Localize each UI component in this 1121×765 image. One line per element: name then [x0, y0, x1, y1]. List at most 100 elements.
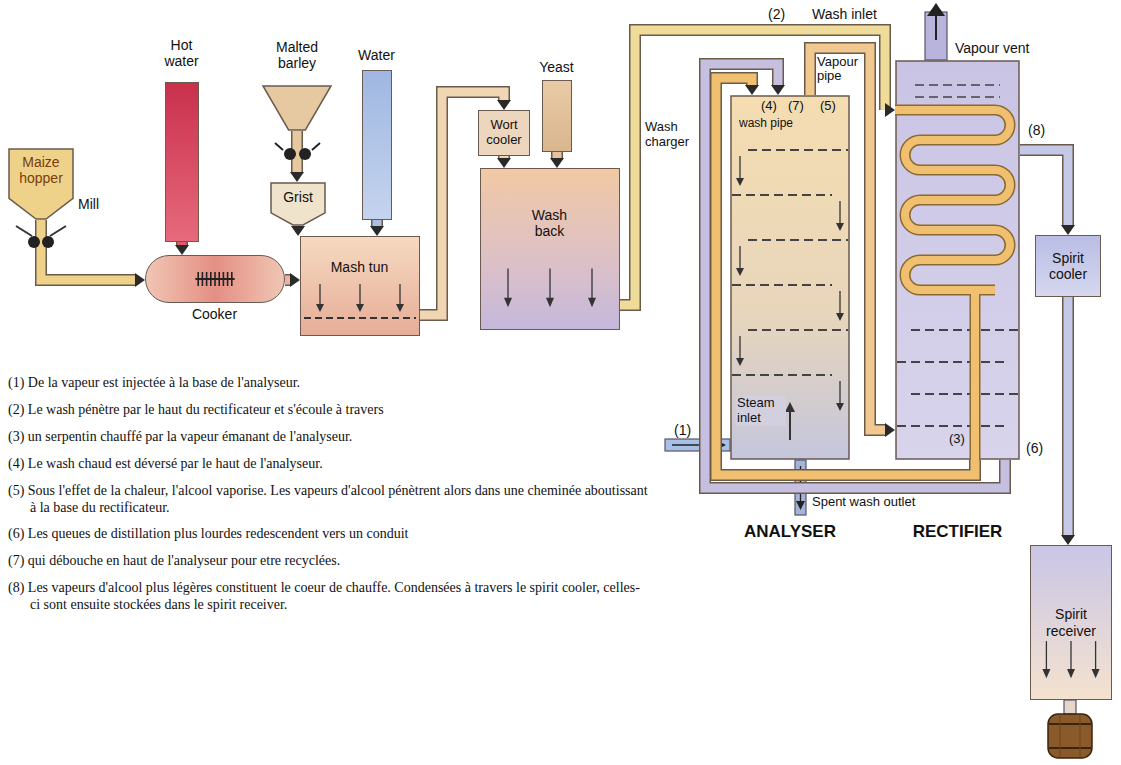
part-label: Steam inlet	[736, 396, 786, 426]
part-label: Spent wash outlet	[812, 495, 915, 510]
arrow-head	[291, 226, 305, 236]
arrow-head	[370, 226, 384, 236]
node-label: Spirit receiver	[1034, 606, 1108, 638]
pipe-fill	[373, 220, 382, 226]
node-label: Water	[349, 47, 405, 63]
mill-rollers	[16, 226, 66, 248]
node-label: RECTIFIER	[883, 522, 1033, 542]
pipe-connector	[285, 273, 300, 287]
arrow-head	[1061, 535, 1075, 545]
cooker-vessel-shape	[145, 255, 285, 303]
pipe-connector	[550, 152, 564, 168]
callout-number: (5)	[819, 99, 837, 114]
callout-number: (8)	[1028, 122, 1045, 138]
callout-number: (7)	[787, 99, 805, 114]
wort-cooler: Wort cooler	[478, 110, 530, 156]
note-text: (3) un serpentin chauffé par la vapeur é…	[8, 428, 648, 445]
yeast-feed: Yeast	[542, 80, 572, 152]
pipe-outline	[41, 220, 135, 280]
hot-water-pipe: Hot water	[165, 82, 199, 242]
note-text: (1) De la vapeur est injectée à la base …	[8, 374, 648, 391]
node-label: Spirit cooler	[1039, 250, 1097, 282]
arrow-head	[550, 158, 564, 168]
barley-rollers	[275, 143, 320, 160]
pipe-connector	[175, 242, 189, 255]
pipe-connector	[497, 156, 511, 168]
pipe-fill	[1020, 150, 1068, 225]
mash-tun-shape	[300, 236, 420, 336]
wash-back-shape	[480, 168, 620, 330]
pipe-connector	[370, 220, 384, 236]
arrow-head	[497, 158, 511, 168]
part-label: wash pipe	[738, 117, 794, 131]
note-text: (8) Les vapeurs d'alcool plus légères co…	[8, 579, 648, 613]
vapour-vent-pipe	[925, 3, 947, 60]
note-text: (7) qui débouche en haut de l'analyseur …	[8, 552, 648, 569]
rectifier-column-shape	[895, 60, 1020, 460]
pipe-connector	[291, 226, 305, 236]
pipe-fill	[285, 276, 290, 285]
water-pipe: Water	[362, 70, 392, 220]
node-label: Wort cooler	[482, 118, 526, 148]
callout-number: (1)	[674, 422, 691, 438]
arrow-head	[745, 85, 759, 95]
arrow-head	[885, 423, 895, 437]
node-label: ANALYSER	[715, 522, 865, 542]
node-label: Cooker	[175, 306, 255, 322]
barrel	[1048, 714, 1092, 758]
pipe-fill	[553, 152, 562, 158]
barley-hopper: Malted barley	[262, 85, 332, 131]
node-label: Yeast	[529, 59, 585, 75]
part-label: Wash charger	[645, 120, 701, 150]
barrel-pipe	[1064, 700, 1076, 714]
arrow-head	[1061, 225, 1075, 235]
pipe-outline	[1062, 297, 1074, 535]
pipe-outline	[551, 152, 563, 158]
note-text: (6) Les queues de distillation plus lour…	[8, 525, 648, 542]
node-label: Wash back	[520, 207, 580, 239]
node-label: Malted barley	[255, 39, 339, 71]
arrow-head	[290, 273, 300, 287]
pipe-connector	[41, 220, 145, 287]
pipe-outline	[176, 242, 188, 245]
mash-tun: Mash tun	[300, 236, 420, 336]
barley-hopper-shape	[262, 85, 332, 131]
callout-number: (4)	[760, 99, 778, 114]
cooker-vessel: Cooker	[145, 255, 285, 303]
grist-hopper: Grist	[270, 182, 326, 226]
pipe-outline	[498, 156, 510, 158]
pipe-connector	[1020, 150, 1075, 235]
note-text: (5) Sous l'effet de la chaleur, l'alcool…	[8, 482, 648, 516]
arrow-head	[771, 85, 785, 95]
pipe-outline	[1020, 150, 1068, 225]
arrow-head	[135, 273, 145, 287]
callout-number: (3)	[948, 432, 966, 447]
arrow-head	[497, 100, 511, 110]
part-label: Wash inlet	[812, 6, 877, 22]
maize-hopper: Maize hopper	[8, 148, 74, 220]
pipe-connector	[1061, 297, 1075, 545]
pipe-fill	[500, 156, 509, 158]
rectifier-column: RECTIFIER	[895, 60, 1020, 460]
pipe-fill	[41, 220, 135, 280]
pipe-outline	[371, 220, 383, 226]
spirit-receiver: Spirit receiver	[1030, 545, 1112, 700]
callout-number: (6)	[1026, 440, 1043, 456]
node-label: Maize hopper	[10, 154, 72, 186]
spirit-cooler: Spirit cooler	[1035, 235, 1101, 297]
node-label: Hot water	[154, 37, 210, 69]
pipe-fill	[178, 242, 187, 245]
arrow-head	[290, 172, 304, 182]
arrow-head	[885, 103, 895, 117]
node-label: Grist	[272, 189, 324, 205]
note-text: (4) Le wash chaud est déversé par le hau…	[8, 455, 648, 472]
wash-back: Wash back	[480, 168, 620, 330]
arrow-head	[175, 245, 189, 255]
node-label: Mash tun	[305, 259, 415, 275]
pipe-outline	[285, 274, 290, 286]
pipe-fill	[1064, 297, 1073, 535]
part-label: Mill	[78, 196, 99, 212]
note-text: (2) Le wash pénètre par le haut du recti…	[8, 401, 648, 418]
callout-number: (2)	[768, 6, 785, 22]
